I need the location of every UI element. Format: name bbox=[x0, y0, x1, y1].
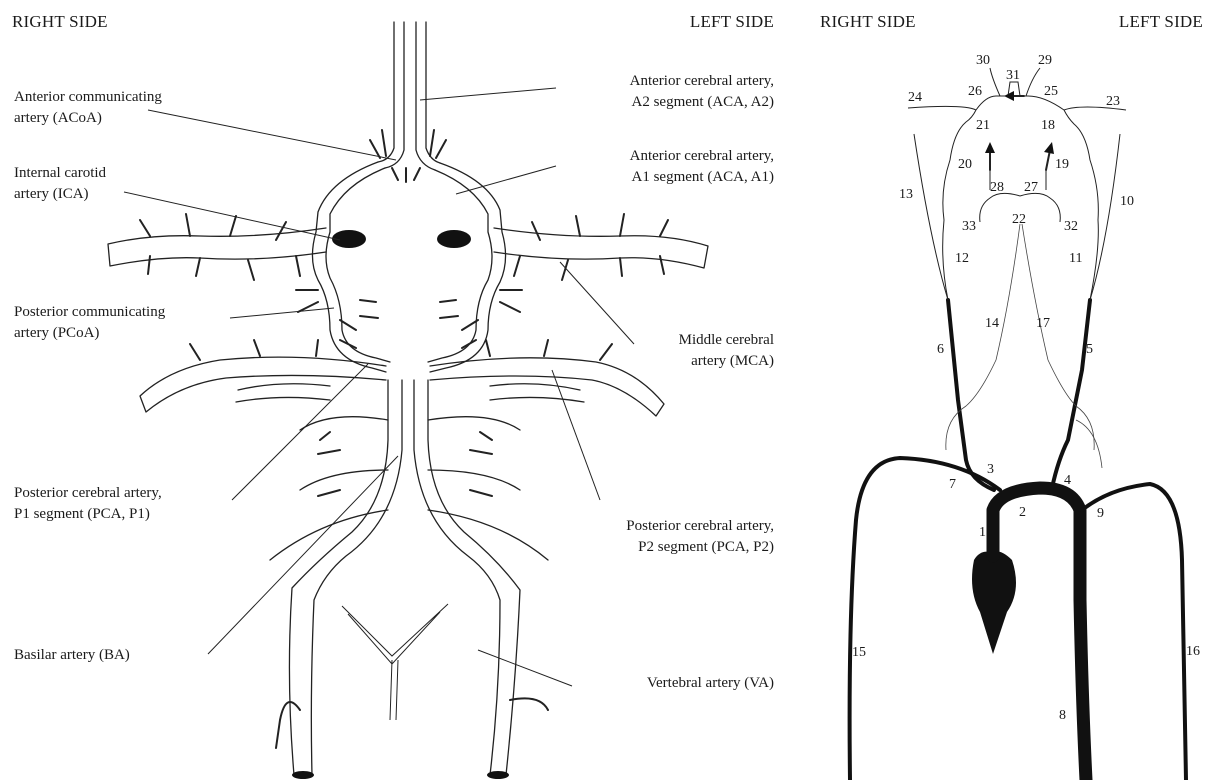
segment-number: 3 bbox=[987, 462, 994, 477]
header-left-side-anatomy: LEFT SIDE bbox=[690, 12, 774, 31]
label-pcoa-line2: artery (PCoA) bbox=[14, 325, 99, 341]
segment-number: 31 bbox=[1006, 68, 1020, 83]
vessel-schematic bbox=[850, 68, 1186, 780]
label-ica-line1: Internal carotid bbox=[14, 165, 107, 181]
ica-left-cut bbox=[437, 230, 471, 248]
label-va: Vertebral artery (VA) bbox=[647, 675, 774, 691]
heart-shape bbox=[972, 551, 1016, 654]
segment-number: 33 bbox=[962, 219, 976, 234]
label-pca-p2-line1: Posterior cerebral artery, bbox=[626, 518, 774, 534]
segment-number: 15 bbox=[852, 645, 866, 660]
header-left-side-schematic: LEFT SIDE bbox=[1119, 12, 1203, 31]
segment-number: 32 bbox=[1064, 219, 1078, 234]
segment-number: 17 bbox=[1036, 316, 1050, 331]
segment-number: 19 bbox=[1055, 157, 1069, 172]
segment-number: 14 bbox=[985, 316, 999, 331]
segment-number: 23 bbox=[1106, 94, 1120, 109]
leader-lines bbox=[124, 88, 634, 686]
segment-number: 10 bbox=[1120, 194, 1134, 209]
label-aca-a2-line1: Anterior cerebral artery, bbox=[630, 73, 774, 89]
segment-number: 28 bbox=[990, 180, 1004, 195]
label-mca-line1: Middle cerebral bbox=[679, 332, 774, 348]
label-pcoa-line1: Posterior communicating bbox=[14, 304, 166, 320]
segment-number: 11 bbox=[1069, 251, 1082, 266]
label-pca-p1-line1: Posterior cerebral artery, bbox=[14, 485, 162, 501]
label-ica-line2: artery (ICA) bbox=[14, 186, 89, 202]
segment-number: 21 bbox=[976, 118, 990, 133]
segment-number: 20 bbox=[958, 157, 972, 172]
segment-number: 27 bbox=[1024, 180, 1038, 195]
segment-number: 9 bbox=[1097, 506, 1104, 521]
segment-number: 8 bbox=[1059, 708, 1066, 723]
segment-number: 1 bbox=[979, 525, 986, 540]
segment-number: 25 bbox=[1044, 84, 1058, 99]
segment-number: 24 bbox=[908, 90, 922, 105]
anatomy-drawing bbox=[108, 22, 708, 779]
segment-number: 26 bbox=[968, 84, 982, 99]
label-aca-a1-line1: Anterior cerebral artery, bbox=[630, 148, 774, 164]
header-right-side-schematic: RIGHT SIDE bbox=[820, 12, 916, 31]
segment-number: 16 bbox=[1186, 644, 1200, 659]
label-aca-a2-line2: A2 segment (ACA, A2) bbox=[632, 94, 775, 110]
segment-number: 18 bbox=[1041, 118, 1055, 133]
segment-number: 29 bbox=[1038, 53, 1052, 68]
segment-number: 6 bbox=[937, 342, 944, 357]
segment-number: 5 bbox=[1086, 342, 1093, 357]
label-pca-p2-line2: P2 segment (PCA, P2) bbox=[638, 539, 774, 555]
label-acoa-line2: artery (ACoA) bbox=[14, 110, 102, 126]
segment-number: 22 bbox=[1012, 212, 1026, 227]
segment-number: 13 bbox=[899, 187, 913, 202]
segment-number: 4 bbox=[1064, 473, 1071, 488]
segment-number: 7 bbox=[949, 477, 956, 492]
label-acoa-line1: Anterior communicating bbox=[14, 89, 162, 105]
segment-number: 30 bbox=[976, 53, 990, 68]
label-mca-line2: artery (MCA) bbox=[691, 353, 774, 369]
segment-number: 12 bbox=[955, 251, 969, 266]
label-pca-p1-line2: P1 segment (PCA, P1) bbox=[14, 506, 150, 522]
label-ba: Basilar artery (BA) bbox=[14, 647, 130, 663]
header-right-side-anatomy: RIGHT SIDE bbox=[12, 12, 108, 31]
segment-number: 2 bbox=[1019, 505, 1026, 520]
label-aca-a1-line2: A1 segment (ACA, A1) bbox=[632, 169, 775, 185]
